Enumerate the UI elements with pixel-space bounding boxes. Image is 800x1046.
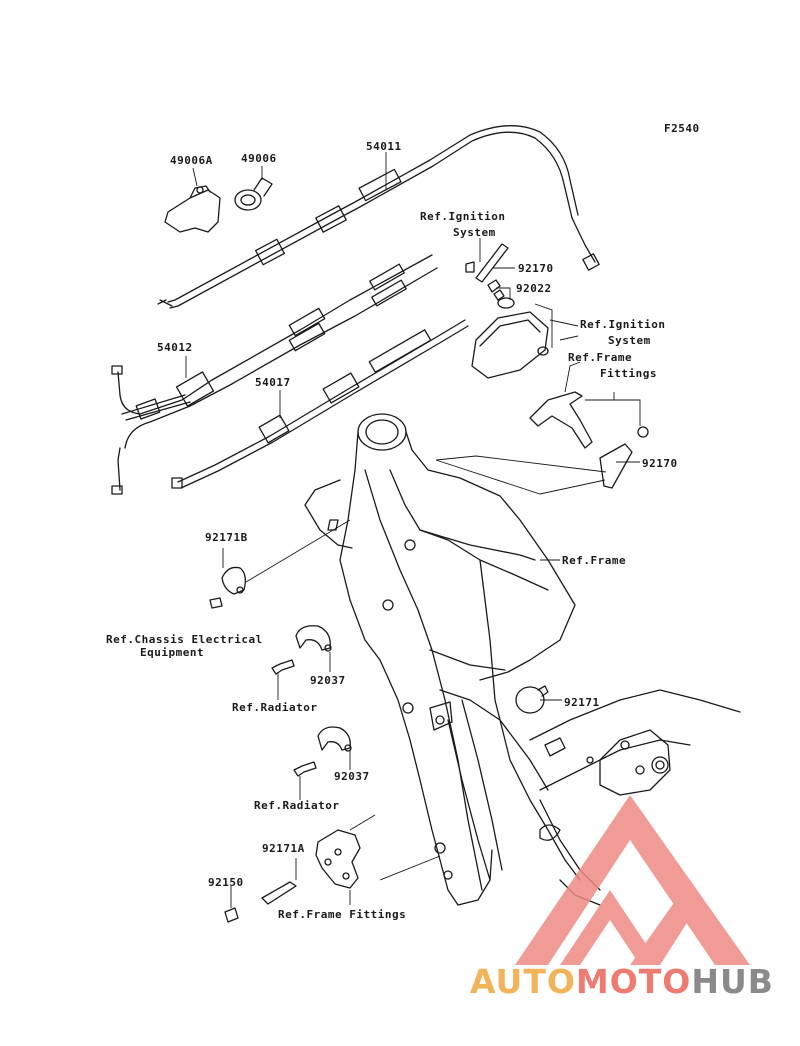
part-label-92170-mid: 92170 [642, 457, 678, 470]
part-label-92022: 92022 [516, 282, 552, 295]
part-label-92037-a: 92037 [310, 674, 346, 687]
ref-ignition-2-line2: System [608, 334, 651, 347]
part-label-54012: 54012 [157, 341, 193, 354]
leader-lines [185, 152, 641, 908]
watermark-hub: HUB [691, 962, 774, 1001]
ref-ignition-1-line1: Ref.Ignition [420, 210, 506, 223]
ref-frame-fittings-1-line2: Fittings [600, 367, 657, 380]
rear-frame [529, 689, 741, 906]
watermark-logo-icon [515, 795, 750, 965]
part-label-49006A: 49006A [170, 154, 213, 167]
part-label-54017: 54017 [255, 376, 291, 389]
cable-54012 [111, 254, 438, 495]
ref-ignition-2-line1: Ref.Ignition [580, 318, 666, 331]
watermark-auto: AUTO [470, 962, 576, 1001]
bracket-49006A [164, 185, 221, 233]
part-label-49006: 49006 [241, 152, 277, 165]
frame-fittings-bracket [529, 391, 649, 489]
clamp-92171B [209, 566, 246, 609]
ref-chassis-line2: Equipment [140, 646, 205, 659]
frame [304, 413, 581, 906]
watermark-moto: MOTO [575, 962, 692, 1001]
watermark-brand: AUTOMOTOHUB [470, 962, 800, 1012]
ignition-module [465, 243, 549, 379]
ref-radiator-2: Ref.Radiator [254, 799, 340, 812]
part-label-92037-b: 92037 [334, 770, 370, 783]
cable-54017 [171, 319, 469, 489]
clamp-92037-b [293, 726, 352, 777]
part-label-54011: 54011 [366, 140, 402, 153]
ref-frame-fittings-2: Ref.Frame Fittings [278, 908, 407, 921]
ref-frame-label: Ref.Frame [562, 554, 627, 567]
part-label-92150: 92150 [208, 876, 244, 889]
ref-frame-fittings-1-line1: Ref.Frame [568, 351, 633, 364]
ref-radiator-1: Ref.Radiator [232, 701, 318, 714]
part-label-92171: 92171 [564, 696, 600, 709]
frame-fitting-plate [224, 829, 361, 923]
part-label-92171B: 92171B [205, 531, 248, 544]
clamp-92171 [515, 685, 549, 714]
ref-ignition-1-line2: System [453, 226, 496, 239]
part-label-92171A: 92171A [262, 842, 305, 855]
part-label-92170-top: 92170 [518, 262, 554, 275]
grommet-49006 [234, 177, 273, 211]
clamp-92037-a [271, 625, 332, 675]
figure-code: F2540 [664, 122, 700, 135]
cable-54011 [157, 125, 600, 309]
ref-chassis-line1: Ref.Chassis Electrical [106, 633, 263, 646]
